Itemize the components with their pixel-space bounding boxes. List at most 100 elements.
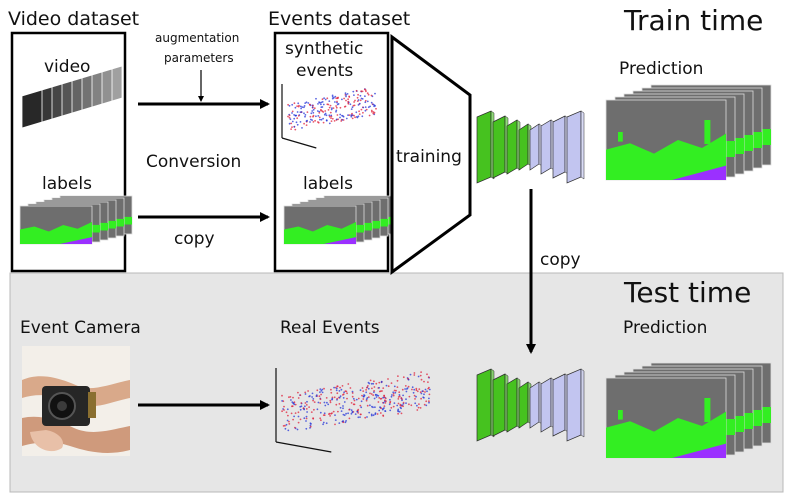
event-point bbox=[304, 393, 307, 395]
event-point bbox=[355, 398, 358, 401]
event-point bbox=[293, 114, 295, 116]
event-point bbox=[290, 412, 293, 415]
event-point bbox=[393, 402, 396, 404]
event-point bbox=[341, 119, 344, 121]
event-point bbox=[304, 402, 307, 404]
event-point bbox=[324, 110, 327, 112]
network-layer bbox=[552, 115, 566, 179]
video-dataset-box bbox=[10, 31, 127, 273]
event-point bbox=[372, 406, 374, 409]
event-point bbox=[323, 414, 326, 416]
event-point bbox=[428, 397, 430, 400]
event-point bbox=[350, 412, 353, 415]
event-point bbox=[329, 415, 331, 417]
event-point bbox=[394, 391, 397, 394]
event-point bbox=[321, 391, 324, 394]
event-point bbox=[341, 385, 344, 387]
event-point bbox=[339, 406, 342, 409]
event-point bbox=[428, 386, 430, 389]
event-point bbox=[310, 411, 313, 413]
network-test bbox=[476, 368, 585, 442]
event-point bbox=[359, 389, 362, 392]
event-point bbox=[382, 407, 384, 410]
event-point bbox=[370, 382, 373, 385]
event-point bbox=[351, 411, 354, 413]
event-point bbox=[369, 404, 371, 407]
event-point bbox=[327, 403, 330, 406]
event-point bbox=[337, 103, 340, 105]
event-point bbox=[377, 394, 380, 397]
event-point bbox=[317, 401, 320, 404]
event-point bbox=[285, 423, 288, 426]
event-point bbox=[346, 392, 348, 395]
event-point bbox=[407, 385, 410, 388]
event-point bbox=[348, 417, 351, 420]
event-point bbox=[288, 114, 291, 117]
event-point bbox=[304, 114, 307, 116]
event-point bbox=[291, 401, 294, 403]
event-point bbox=[335, 110, 337, 113]
event-point bbox=[405, 402, 407, 404]
event-point bbox=[365, 399, 368, 402]
event-point bbox=[401, 399, 403, 402]
event-point bbox=[291, 126, 293, 128]
event-point bbox=[319, 118, 321, 121]
event-point bbox=[374, 92, 376, 95]
event-point bbox=[319, 391, 321, 393]
event-point bbox=[297, 391, 299, 394]
network-layer bbox=[540, 377, 552, 433]
video-dataset-title: Video dataset bbox=[8, 8, 139, 30]
event-point bbox=[341, 98, 343, 101]
event-point bbox=[305, 124, 308, 126]
event-point bbox=[367, 93, 370, 96]
event-point bbox=[326, 401, 328, 404]
event-point bbox=[283, 405, 285, 408]
event-point bbox=[320, 103, 322, 106]
event-point bbox=[303, 122, 305, 125]
event-point bbox=[324, 98, 327, 101]
video-frames-thumbnail bbox=[21, 65, 123, 129]
event-point bbox=[303, 106, 305, 109]
event-point bbox=[346, 93, 349, 95]
event-point bbox=[337, 410, 339, 413]
event-point bbox=[374, 406, 376, 409]
event-point bbox=[416, 390, 419, 393]
event-point bbox=[331, 107, 333, 109]
event-point bbox=[420, 378, 423, 381]
network-layer bbox=[492, 115, 506, 179]
event-point bbox=[325, 114, 328, 117]
event-point bbox=[299, 405, 302, 408]
event-point bbox=[343, 97, 345, 100]
event-point bbox=[311, 106, 314, 109]
event-point bbox=[397, 412, 399, 415]
event-point bbox=[321, 106, 324, 108]
event-point bbox=[399, 404, 402, 407]
event-point bbox=[404, 385, 407, 387]
event-point bbox=[329, 104, 332, 107]
event-point bbox=[342, 413, 345, 416]
event-point bbox=[359, 404, 362, 407]
event-point bbox=[373, 386, 376, 388]
event-point bbox=[299, 105, 302, 108]
event-point bbox=[373, 390, 375, 392]
event-point bbox=[323, 387, 325, 390]
event-point bbox=[310, 112, 313, 115]
event-point bbox=[364, 101, 367, 104]
event-point bbox=[289, 396, 292, 398]
network-layer bbox=[518, 381, 529, 429]
event-point bbox=[371, 110, 373, 113]
event-point bbox=[371, 387, 373, 390]
event-point bbox=[335, 109, 338, 112]
event-point bbox=[303, 417, 306, 420]
parameters-label: parameters bbox=[164, 51, 234, 65]
event-point bbox=[391, 394, 393, 396]
video-frame bbox=[21, 89, 43, 129]
event-point bbox=[364, 95, 366, 98]
event-point bbox=[428, 388, 431, 391]
event-point bbox=[336, 97, 339, 100]
event-point bbox=[357, 104, 360, 106]
event-point bbox=[342, 397, 345, 399]
event-point bbox=[424, 388, 427, 391]
event-point bbox=[290, 128, 292, 131]
event-point bbox=[335, 118, 338, 121]
